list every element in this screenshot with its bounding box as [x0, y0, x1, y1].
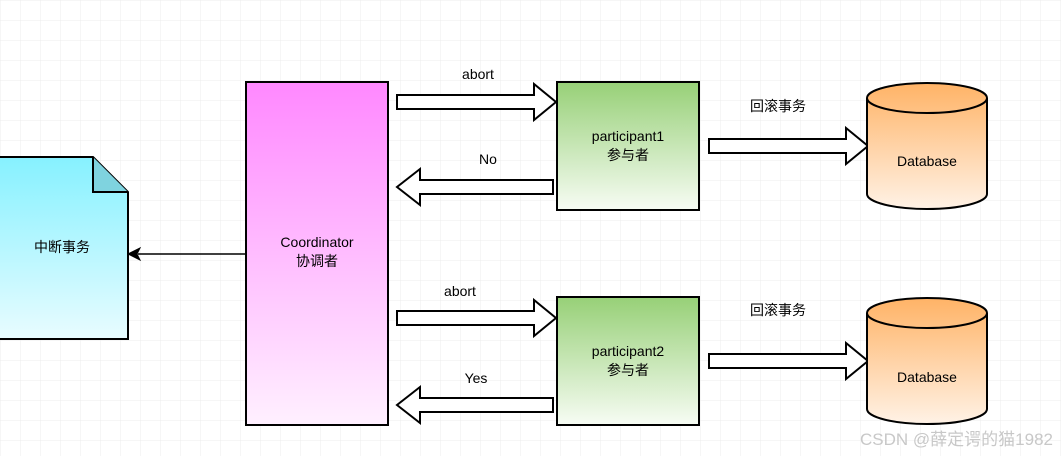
- arrow-abort-1: [396, 81, 558, 123]
- participant1-node[interactable]: participant1 参与者: [556, 81, 700, 211]
- coordinator-node[interactable]: Coordinator 协调者: [245, 81, 389, 426]
- participant2-label-en: participant2: [592, 343, 665, 359]
- edge-coordinator-to-document: [126, 246, 246, 262]
- participant2-shape: [556, 296, 700, 426]
- database1-node[interactable]: Database: [866, 82, 988, 210]
- arrow-abort-2: [396, 297, 558, 339]
- document-label: 中断事务: [34, 239, 90, 255]
- coordinator-shape: [245, 81, 389, 426]
- arrow-rollback-1: [708, 125, 870, 167]
- edge-label-abort-2: abort: [444, 283, 476, 299]
- participant2-label-zh: 参与者: [607, 362, 649, 378]
- database2-shape: [866, 297, 988, 425]
- arrow-yes: [395, 384, 554, 426]
- database2-label: Database: [897, 369, 957, 385]
- arrow-rollback-2: [708, 340, 870, 382]
- edge-label-rollback-1: 回滚事务: [750, 98, 806, 114]
- arrow-no: [395, 166, 554, 208]
- participant1-shape: [556, 81, 700, 211]
- database1-rim: [866, 97, 988, 114]
- database1-shape: [866, 82, 988, 210]
- participant1-label-en: participant1: [592, 128, 665, 144]
- watermark: CSDN @薛定谔的猫1982: [860, 430, 1053, 449]
- edge-label-rollback-2: 回滚事务: [750, 302, 806, 318]
- edge-label-yes: Yes: [465, 370, 488, 386]
- coordinator-label-zh: 协调者: [296, 253, 338, 269]
- database2-rim: [866, 312, 988, 329]
- document-shape: [0, 156, 129, 340]
- edge-label-abort-1: abort: [462, 66, 494, 82]
- document-fold: [92, 157, 128, 193]
- document-node[interactable]: 中断事务: [0, 156, 129, 340]
- participant1-label-zh: 参与者: [607, 147, 649, 163]
- database2-node[interactable]: Database: [866, 297, 988, 425]
- database1-label: Database: [897, 153, 957, 169]
- coordinator-label-en: Coordinator: [280, 234, 353, 250]
- participant2-node[interactable]: participant2 参与者: [556, 296, 700, 426]
- edge-label-no: No: [479, 151, 497, 167]
